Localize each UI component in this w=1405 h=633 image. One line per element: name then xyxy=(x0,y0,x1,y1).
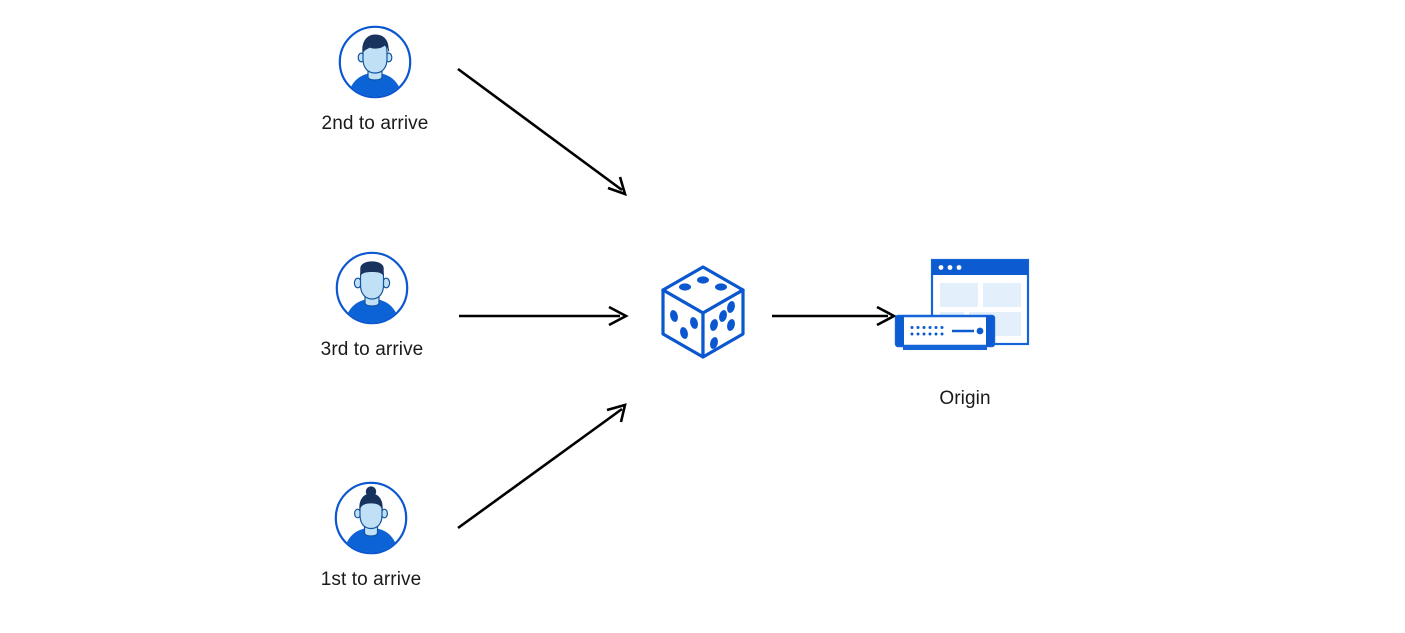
node-origin[interactable]: Origin xyxy=(890,250,1040,411)
arrow-dice-to-origin xyxy=(772,305,897,327)
origin-server-icon xyxy=(890,250,1040,373)
arrow-second-to-dice xyxy=(457,67,627,197)
user-avatar-icon xyxy=(338,25,412,99)
dice-icon xyxy=(658,263,748,366)
person-third-label: 3rd to arrive xyxy=(320,339,424,360)
arrow-third-to-dice xyxy=(459,305,629,327)
arrow-first-to-dice xyxy=(457,403,627,530)
node-person-third[interactable]: 3rd to arrive xyxy=(306,251,438,362)
user-avatar-icon xyxy=(334,481,408,555)
node-person-second[interactable]: 2nd to arrive xyxy=(309,25,441,136)
person-second-label: 2nd to arrive xyxy=(321,113,429,134)
origin-label: Origin xyxy=(939,388,991,409)
user-avatar-icon xyxy=(335,251,409,325)
node-randomizer[interactable] xyxy=(658,263,748,366)
server-device xyxy=(894,314,996,350)
node-person-first[interactable]: 1st to arrive xyxy=(305,481,437,592)
person-first-label: 1st to arrive xyxy=(320,569,422,590)
